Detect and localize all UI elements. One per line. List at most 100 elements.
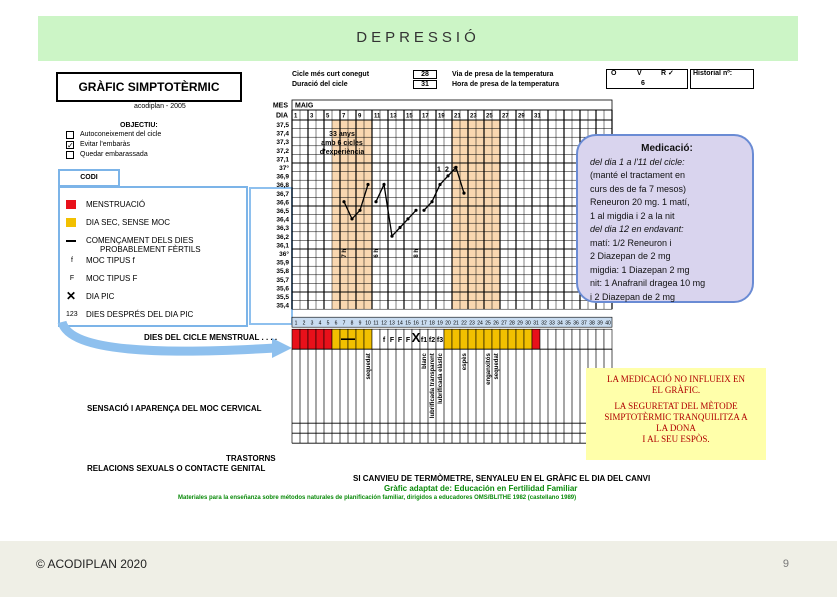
code-cell — [555, 328, 565, 350]
cycle-day-label: 36 — [573, 321, 579, 327]
day-label: 25 — [486, 114, 493, 120]
day-label: 9 — [358, 114, 362, 120]
code-cell — [371, 328, 381, 350]
objective-label: Quedar embarassada — [80, 151, 148, 158]
medication-line: (manté el tractament en — [590, 170, 686, 180]
legend-after-peak: 123 DIES DESPRÉS DEL DIA PIC — [66, 310, 193, 319]
month-row — [291, 99, 613, 111]
day-label: 7 — [342, 114, 346, 120]
medication-title: Medicació: — [641, 143, 693, 154]
temperature-line — [375, 182, 417, 238]
y-tick-label: 36,3 — [276, 225, 289, 232]
cycle-day-label: 11 — [373, 321, 378, 327]
codi-legend: MENSTRUACIÓ DIA SEC, SENSE MOC COMENÇAME… — [58, 186, 248, 327]
cycle-day-label: 20 — [445, 321, 451, 327]
code-mark: F — [398, 337, 403, 344]
footer: © ACODIPLAN 2020 9 — [0, 541, 837, 597]
sensation-text: sequedat — [494, 353, 500, 379]
cycle-day-label: 2 — [303, 321, 306, 327]
legend-label: MENSTRUACIÓ — [86, 200, 146, 209]
legend-fertile-start-line2: PROBABLEMENT FÈRTILS — [100, 245, 201, 254]
thermometer-note: SI CANVIEU DE TERMÒMETRE, SENYALEU EN EL… — [353, 474, 651, 483]
day-label: 31 — [534, 114, 541, 120]
note-line: SIMPTOTÈRMIC TRANQUILITZA A — [604, 412, 748, 422]
temperature-point — [438, 182, 442, 187]
code-cell — [603, 328, 613, 350]
history-label: Historial nº: — [693, 70, 733, 77]
day-label: 23 — [470, 114, 477, 120]
materials-note: Materiales para la enseñanza sobre métod… — [178, 495, 577, 501]
cycle-day-label: 24 — [477, 321, 483, 327]
cycle-day-label: 39 — [597, 321, 603, 327]
code-cell — [579, 328, 589, 350]
sensation-text: lubrificada elàstic — [438, 353, 444, 404]
note-line: I AL SEU ESPÒS. — [642, 434, 710, 444]
cycle-day-label: 10 — [365, 321, 371, 327]
y-tick-label: 36,1 — [276, 242, 289, 249]
legend-mucus-f: f MOC TIPUS f — [66, 256, 135, 265]
cycle-day-label: 32 — [541, 321, 547, 327]
day-label: 27 — [502, 114, 509, 120]
y-tick-label: 35,9 — [276, 260, 289, 267]
note-line: LA DONA — [656, 423, 696, 433]
pointer-arrow-head — [272, 338, 292, 358]
cycle-short-label: Cicle més curt conegut — [292, 71, 370, 78]
legend-label: MOC TIPUS F — [86, 274, 138, 283]
legend-menstruation: MENSTRUACIÓ — [66, 200, 145, 209]
y-tick-label: 36,9 — [276, 174, 289, 181]
mes-value: MAIG — [295, 103, 314, 110]
code-cell — [331, 328, 341, 350]
f-icon: f — [71, 257, 73, 264]
day-label: 21 — [454, 114, 461, 120]
y-tick-label: 35,8 — [276, 268, 289, 275]
age-note-line: amb 6 cicles — [321, 140, 363, 147]
objective-label: Autoconeixement del cicle — [80, 131, 162, 138]
medication-box: Medicació: del dia 1 a l'11 del cicle:(m… — [576, 134, 754, 303]
cycle-days-label: DIES DEL CICLE MENSTRUAL . . . . — [144, 333, 278, 342]
red-square-icon — [66, 200, 76, 209]
temp-route-label: Via de presa de la temperatura — [452, 71, 554, 78]
age-note: 33 anys amb 6 cicles d'experiència — [312, 130, 372, 157]
y-tick-label: 36° — [279, 250, 289, 258]
y-tick-label: 37,2 — [276, 148, 289, 155]
code-cell — [499, 328, 509, 350]
sensation-text: blanc — [422, 353, 428, 369]
day-label: 3 — [310, 114, 314, 120]
cycle-day-label: 30 — [525, 321, 531, 327]
temperature-point — [430, 200, 434, 204]
cycle-day-label: 29 — [517, 321, 523, 327]
temperature-line — [343, 184, 369, 221]
temp-hour-label: Hora de presa de la temperatura — [452, 81, 559, 88]
medication-line: 2 Diazepan de 2 mg — [590, 251, 671, 261]
y-tick-label: 36,8 — [276, 182, 289, 189]
yellow-square-icon — [66, 218, 76, 227]
F-icon: F — [69, 275, 75, 282]
route-option-r: R ✓ — [661, 70, 674, 77]
code-cell — [315, 328, 325, 350]
objectives-heading: OBJECTIU: — [120, 122, 158, 129]
code-cell — [307, 328, 317, 350]
cycle-day-label: 14 — [397, 321, 403, 327]
sensation-label: SENSACIÓ I APARENÇA DEL MOC CERVICAL — [87, 404, 262, 413]
code-cell — [507, 328, 517, 350]
medication-line: curs des de fa 7 mesos) — [590, 183, 687, 194]
y-tick-label: 37,1 — [276, 156, 289, 163]
day-label: 17 — [422, 114, 429, 120]
cycle-day-label: 33 — [549, 321, 555, 327]
adapted-note: Gràfic adaptat de: Educación en Fertilid… — [384, 484, 578, 493]
code-mark: f — [383, 337, 386, 344]
legend-label: DIES DESPRÉS DEL DIA PIC — [86, 310, 194, 319]
note-line: LA SEGURETAT DEL MÈTODE — [614, 401, 738, 411]
disorders-label: TRASTORNS — [226, 454, 276, 463]
code-cell — [483, 328, 493, 350]
cycle-day-label: 35 — [565, 321, 571, 327]
medication-line: migdia: 1 Diazepan 2 mg — [590, 264, 690, 275]
objective-checkbox — [66, 151, 74, 159]
cycle-day-label: 6 — [335, 321, 338, 327]
cycle-day-label: 22 — [461, 321, 467, 327]
cycle-short-value: 28 — [413, 70, 437, 79]
code-cell — [531, 328, 541, 350]
code-mark: X — [412, 330, 421, 345]
cycle-day-label: 1 — [295, 321, 298, 327]
temperature-point — [382, 182, 386, 187]
